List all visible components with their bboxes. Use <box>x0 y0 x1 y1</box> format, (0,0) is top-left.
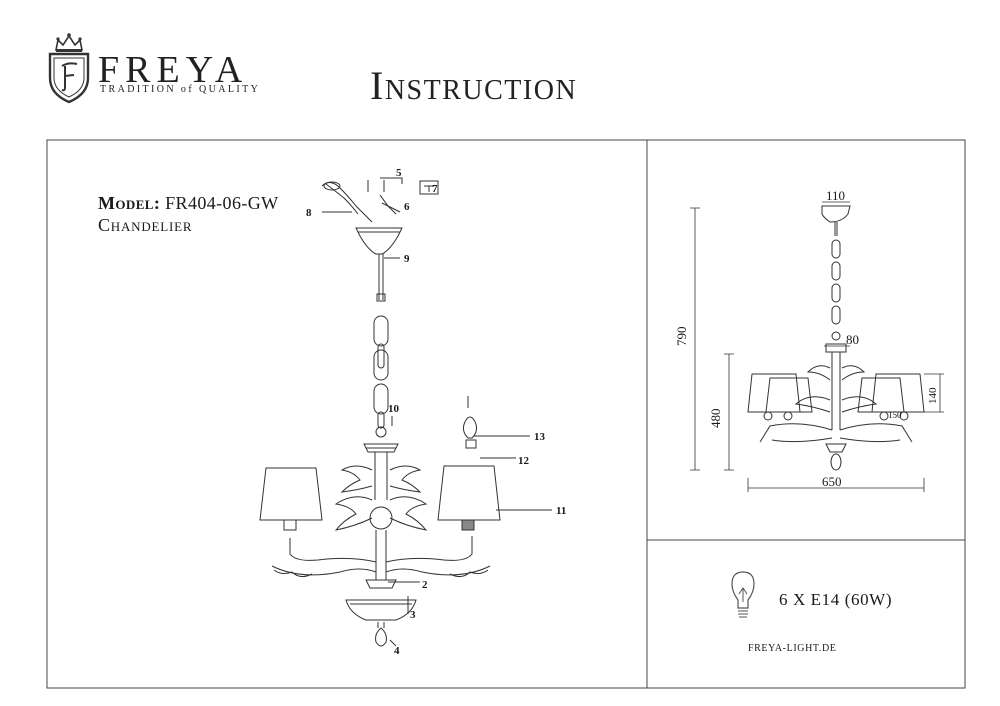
callout-9: 9 <box>404 253 410 265</box>
model-code: FR404-06-GW <box>165 193 279 213</box>
brand-logo-icon <box>48 33 90 104</box>
callout-8: 8 <box>306 207 312 219</box>
callout-7: 7 <box>432 183 438 195</box>
brand-tagline: TRADITION of QUALITY <box>100 84 261 95</box>
model-label: Model: <box>98 193 161 213</box>
bulb-spec: 6 X E14 (60W) <box>779 590 893 609</box>
callout-13: 13 <box>534 431 546 443</box>
dim-total-width: 650 <box>822 474 842 489</box>
dim-body-height: 480 <box>708 409 723 429</box>
product-type: Chandelier <box>98 215 193 235</box>
callout-10: 10 <box>388 403 400 415</box>
bulb-icon <box>731 571 755 618</box>
assembly-diagram: 5 6 7 8 9 10 11 12 13 2 3 4 <box>259 167 566 657</box>
dim-shade-width: 150 <box>888 410 902 420</box>
dim-total-height: 790 <box>674 327 689 347</box>
callout-5: 5 <box>396 167 402 179</box>
model-line: Model: FR404-06-GW <box>98 193 279 214</box>
website-link[interactable]: FREYA-LIGHT.DE <box>748 643 837 654</box>
dim-top-width: 110 <box>826 188 845 203</box>
brand-name: FREYA <box>98 49 249 91</box>
callout-12: 12 <box>518 455 530 467</box>
callout-3: 3 <box>410 609 416 621</box>
callout-6: 6 <box>404 201 410 213</box>
callout-4: 4 <box>394 645 400 657</box>
dim-rod-width: 80 <box>846 332 859 347</box>
page-title: Instruction <box>370 63 578 108</box>
dim-shade-height: 140 <box>927 387 939 404</box>
dimension-diagram: 110 790 80 480 140 150 650 <box>674 188 944 492</box>
callout-11: 11 <box>556 505 566 517</box>
callout-2: 2 <box>422 579 428 591</box>
